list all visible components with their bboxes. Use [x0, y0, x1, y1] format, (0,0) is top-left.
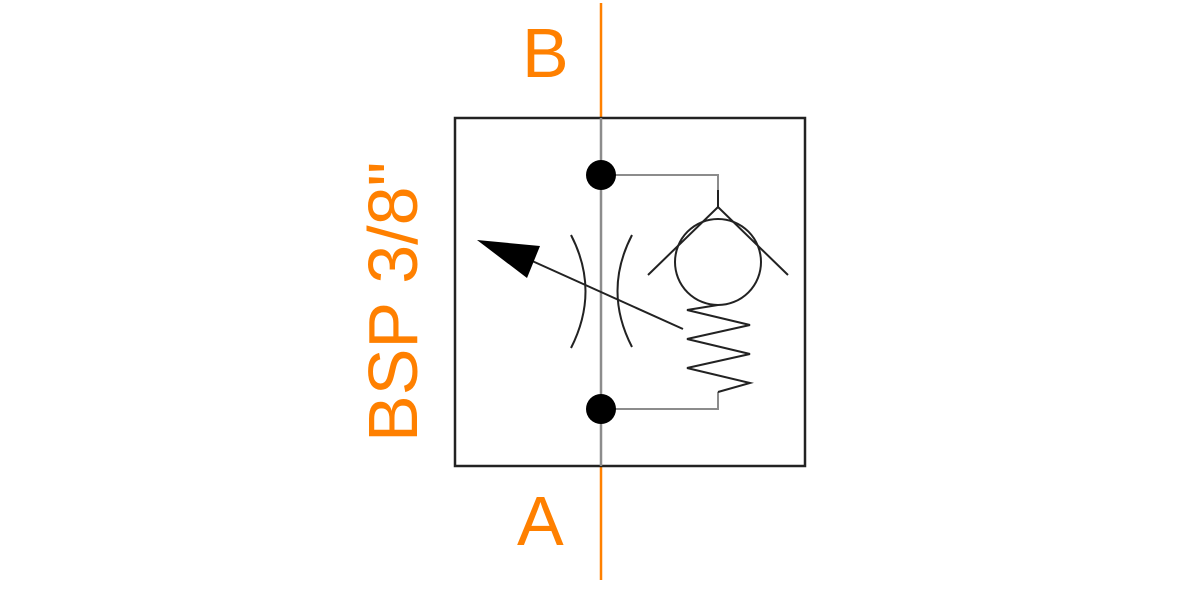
- port-b-label: B: [522, 14, 569, 92]
- adjustment-arrow-shaft: [529, 259, 684, 330]
- check-valve-seat: [647, 205, 789, 276]
- throttle-arc-left: [570, 234, 587, 349]
- port-size-label: BSP 3/8": [354, 162, 432, 442]
- throttle-arc-right: [616, 234, 633, 348]
- junction-dot-bottom: [586, 394, 616, 424]
- bypass-line-bottom: [601, 392, 719, 410]
- adjustment-arrow-head: [477, 240, 540, 278]
- junction-dot-top: [586, 160, 616, 190]
- spring-icon: [686, 304, 754, 393]
- bypass-line-top: [601, 174, 719, 192]
- valve-body: [453, 116, 807, 468]
- port-a-label: A: [517, 482, 564, 560]
